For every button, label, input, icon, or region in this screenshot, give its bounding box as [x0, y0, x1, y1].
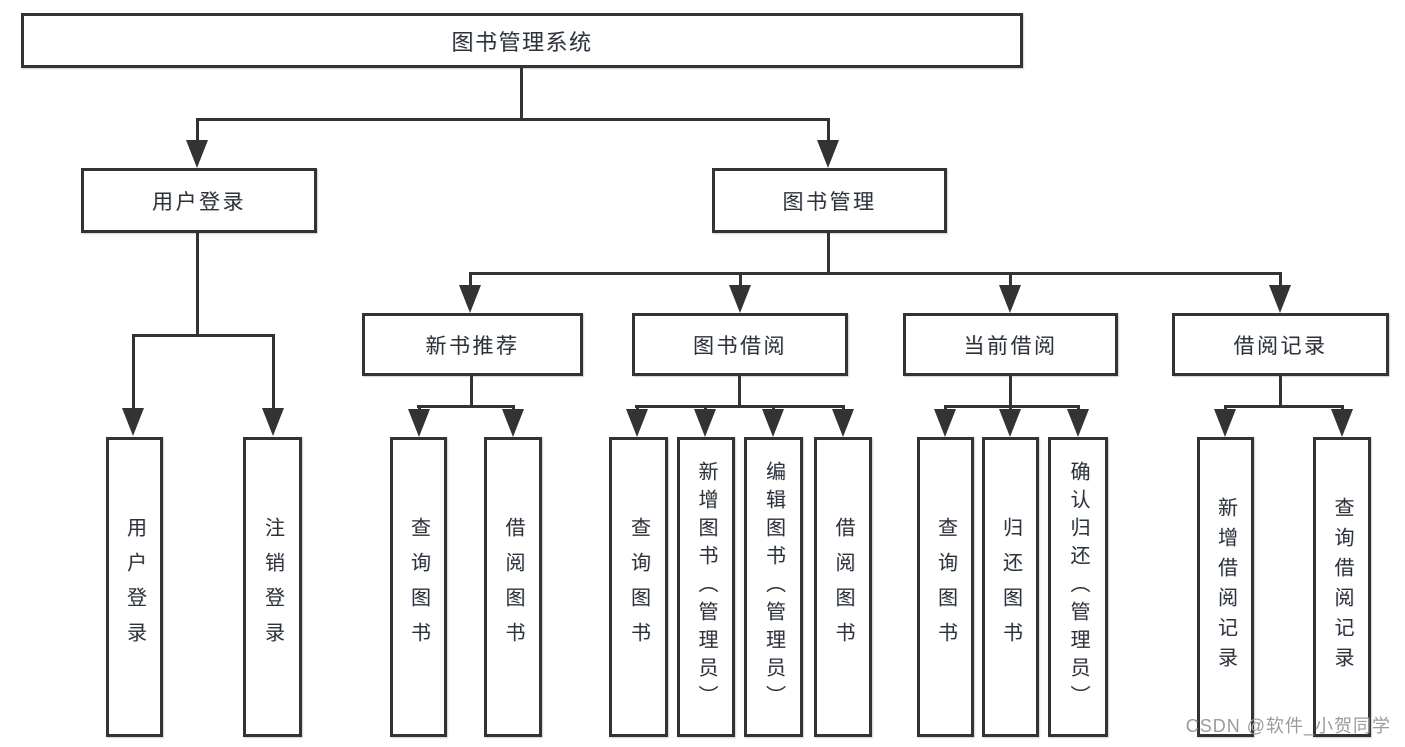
arrow-down-icon: [1214, 409, 1236, 437]
leaf-return-book: 归还图书: [982, 437, 1039, 737]
arrow-down-icon: [122, 408, 144, 436]
arrow-down-icon: [1269, 285, 1291, 313]
leaf-label: 编辑图书（管理员）: [762, 461, 785, 713]
connector-rail-recommend-children: [417, 405, 515, 408]
arrow-shaft: [272, 336, 275, 409]
arrow-shaft: [1009, 274, 1012, 287]
node-book-borrowing: 图书借阅: [632, 313, 848, 376]
leaf-label: 查询图书: [934, 517, 957, 657]
arrow-shaft: [739, 274, 742, 287]
connector-rail-records-children: [1224, 405, 1344, 408]
connector-rail-borrowing-children: [635, 405, 845, 408]
node-user-login: 用户登录: [81, 168, 317, 233]
arrow-down-icon: [999, 409, 1021, 437]
leaf-label: 用户登录: [123, 517, 146, 657]
arrow-down-icon: [186, 140, 208, 168]
connector-stem-borrowing-records: [1279, 376, 1282, 407]
arrow-down-icon: [626, 409, 648, 437]
arrow-down-icon: [817, 140, 839, 168]
leaf-label: 新增借阅记录: [1214, 497, 1237, 677]
connector-stem-root: [520, 68, 523, 121]
arrow-down-icon: [1067, 409, 1089, 437]
leaf-add-book-admin: 新增图书（管理员）: [677, 437, 735, 737]
leaf-query-books-recommend: 查询图书: [390, 437, 447, 737]
leaf-label: 注销登录: [261, 517, 284, 657]
node-new-book-recommend: 新书推荐: [362, 313, 583, 376]
leaf-confirm-return-admin: 确认归还（管理员）: [1048, 437, 1108, 737]
arrow-down-icon: [832, 409, 854, 437]
arrow-shaft: [1279, 274, 1282, 287]
leaf-user-login: 用户登录: [106, 437, 163, 737]
arrow-down-icon: [999, 285, 1021, 313]
node-label: 当前借阅: [963, 334, 1058, 358]
arrow-shaft: [469, 274, 472, 287]
arrow-shaft: [196, 120, 199, 142]
connector-rail-user-login-children: [132, 334, 275, 337]
leaf-label: 借阅图书: [502, 517, 524, 657]
leaf-query-borrow-record: 查询借阅记录: [1313, 437, 1371, 737]
leaf-borrow-books-recommend: 借阅图书: [484, 437, 542, 737]
leaf-query-books-current: 查询图书: [917, 437, 974, 737]
node-library-management-system: 图书管理系统: [21, 13, 1023, 68]
leaf-logout: 注销登录: [243, 437, 302, 737]
leaf-label: 借阅图书: [832, 517, 854, 657]
leaf-borrow-books-borrowing: 借阅图书: [814, 437, 872, 737]
node-current-borrowing: 当前借阅: [903, 313, 1118, 376]
node-label: 图书管理: [782, 190, 877, 214]
node-borrowing-records: 借阅记录: [1172, 313, 1389, 376]
leaf-label: 查询图书: [407, 517, 430, 657]
arrow-down-icon: [262, 408, 284, 436]
leaf-label: 查询借阅记录: [1331, 497, 1353, 677]
watermark-csdn: CSDN @软件_小贺同学: [1185, 716, 1391, 736]
arrow-down-icon: [502, 409, 524, 437]
leaf-query-books-borrowing: 查询图书: [609, 437, 668, 737]
connector-rail-level3: [469, 272, 1282, 275]
node-label: 用户登录: [152, 190, 246, 214]
connector-stem-current-borrowing: [1009, 376, 1012, 407]
arrow-down-icon: [762, 409, 784, 437]
arrow-down-icon: [1331, 409, 1353, 437]
node-label: 新书推荐: [425, 334, 520, 358]
node-label: 图书管理系统: [451, 29, 593, 55]
arrow-down-icon: [694, 409, 716, 437]
node-book-management: 图书管理: [712, 168, 947, 233]
node-label: 图书借阅: [693, 334, 787, 358]
arrow-down-icon: [408, 409, 430, 437]
connector-stem-new-book-recommend: [470, 376, 473, 407]
leaf-add-borrow-record: 新增借阅记录: [1197, 437, 1254, 737]
leaf-label: 新增图书（管理员）: [695, 461, 717, 713]
connector-stem-book-borrowing: [738, 376, 741, 407]
leaf-label: 确认归还（管理员）: [1067, 461, 1089, 713]
leaf-edit-book-admin: 编辑图书（管理员）: [744, 437, 803, 737]
arrow-shaft: [132, 336, 135, 409]
arrow-shaft: [827, 120, 830, 142]
connector-stem-user-login: [196, 233, 199, 336]
connector-rail-current-children: [944, 405, 1080, 408]
arrow-down-icon: [934, 409, 956, 437]
arrow-down-icon: [729, 285, 751, 313]
connector-stem-book-management: [827, 233, 830, 274]
connector-rail-level2: [196, 118, 830, 121]
leaf-label: 查询图书: [627, 517, 650, 657]
leaf-label: 归还图书: [999, 517, 1022, 657]
node-label: 借阅记录: [1233, 334, 1328, 358]
arrow-down-icon: [459, 285, 481, 313]
